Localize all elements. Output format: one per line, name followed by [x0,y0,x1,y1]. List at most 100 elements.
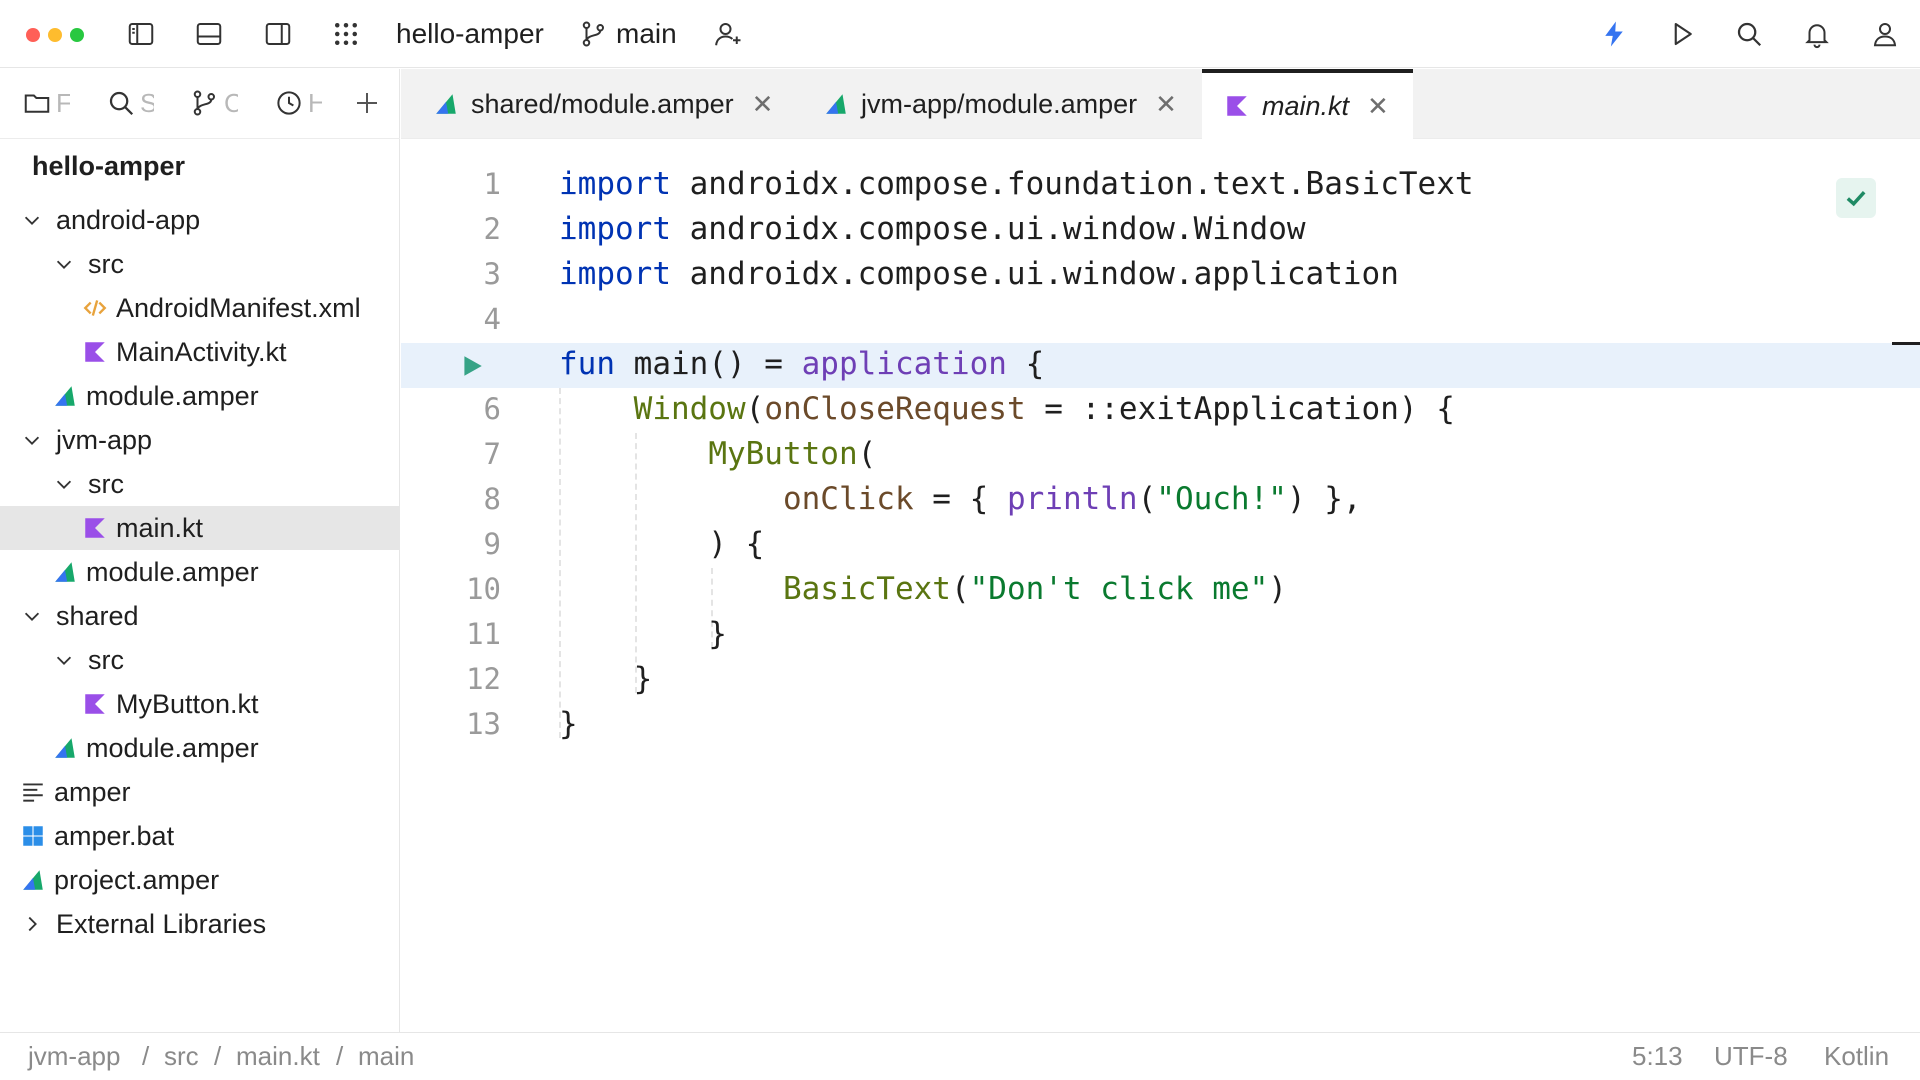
composable-call-token: Window [633,391,746,427]
code-line-3[interactable]: import androidx.compose.ui.window.applic… [559,252,1399,297]
tree-node-src[interactable]: src [0,462,400,506]
chevron-right-icon[interactable] [18,910,46,938]
chevron-down-icon[interactable] [50,646,78,674]
add-user-icon[interactable] [708,14,748,54]
tree-label: module.amper [86,380,259,411]
maximize-window-button[interactable] [70,28,84,42]
code-editor[interactable]: 1 2 3 4 6 7 8 9 10 11 12 13 import andro… [401,140,1920,1032]
tree-node-shared[interactable]: shared [0,594,400,638]
tree-label: src [88,644,124,675]
tree-node-main-kt[interactable]: main.kt [0,506,400,550]
line-number: 12 [466,662,501,696]
breadcrumb-separator: / [336,1041,344,1071]
file-language[interactable]: Kotlin [1824,1041,1890,1071]
param-name-token: onClick [782,481,914,517]
function-call-token: println [1006,481,1138,517]
editor-tab-main-kt[interactable]: main.kt ✕ [1202,69,1413,139]
tree-node-src[interactable]: src [0,242,400,286]
run-icon[interactable] [1662,14,1702,54]
tab-commit[interactable]: C [190,83,238,123]
tree-node-external-libraries[interactable]: External Libraries [0,902,400,946]
tree-label: amper.bat [54,820,175,851]
code-line-6[interactable]: Window(onCloseRequest = ::exitApplicatio… [559,387,1455,432]
tree-node-mybutton[interactable]: MyButton.kt [0,682,400,726]
line-number: 7 [483,437,501,471]
tree-node-shared-module-amper[interactable]: module.amper [0,726,400,770]
tab-files[interactable]: F [22,83,70,123]
tree-node-android-module-amper[interactable]: module.amper [0,374,400,418]
add-tool-tab-button[interactable] [352,83,382,123]
tree-node-mainactivity[interactable]: MainActivity.kt [0,330,400,374]
inspection-ok-icon[interactable] [1836,178,1876,218]
clock-icon [277,91,301,115]
tree-node-androidmanifest[interactable]: AndroidManifest.xml [0,286,400,330]
notifications-bell-icon[interactable] [1797,14,1837,54]
user-account-icon[interactable] [1865,14,1905,54]
toggle-right-panel-icon[interactable] [258,14,298,54]
indent [559,391,634,427]
minimize-window-button[interactable] [48,28,62,42]
kotlin-icon [80,513,110,543]
cursor-position[interactable]: 5:13 [1632,1041,1683,1071]
amper-icon [431,89,461,119]
code-line-9[interactable]: ) { [559,526,765,562]
code-line-1[interactable]: import androidx.compose.foundation.text.… [559,162,1474,207]
breadcrumb-src[interactable]: src [164,1041,199,1071]
close-icon[interactable]: ✕ [1155,88,1177,119]
project-sidebar: F S C H hello-amper android-app src [0,69,400,1032]
title-bar: hello-amper main [0,0,1920,68]
project-root-label[interactable]: hello-amper [32,151,186,181]
chevron-down-icon[interactable] [18,426,46,454]
breadcrumb-separator: / [142,1041,150,1071]
code-line-10[interactable]: BasicText("Don't click me") [559,567,1287,612]
chevron-down-icon[interactable] [50,250,78,278]
close-icon[interactable]: ✕ [751,88,774,119]
close-icon[interactable]: ✕ [1367,90,1389,121]
code-line-11[interactable]: } [559,616,727,652]
script-icon [18,777,48,807]
chevron-down-icon[interactable] [50,470,78,498]
run-main-gutter-icon[interactable] [459,353,485,379]
code-line-12[interactable]: } [559,661,653,697]
toggle-bottom-panel-icon[interactable] [189,14,229,54]
editor-tab-jvm-module-amper[interactable]: jvm-app/module.amper ✕ [801,69,1197,139]
search-icon[interactable] [1729,14,1769,54]
breadcrumb-main[interactable]: main [358,1041,415,1071]
tab-commit-label: C [224,87,238,118]
tree-node-src[interactable]: src [0,638,400,682]
main-menu-grid-icon[interactable] [326,14,366,54]
tab-search[interactable]: S [106,83,154,123]
keyword-token: import [559,211,671,247]
git-branch-icon [193,90,216,116]
code-line-13[interactable]: } [559,706,578,742]
code-token: ) }, [1286,481,1362,517]
tree-node-amper-bat[interactable]: amper.bat [0,814,400,858]
breadcrumb-main-kt[interactable]: main.kt [236,1041,320,1071]
editor-tab-bar: shared/module.amper ✕ jvm-app/module.amp… [401,69,1920,139]
code-token: ( [745,391,765,427]
tree-node-project-amper[interactable]: project.amper [0,858,400,902]
toggle-left-panel-icon[interactable] [121,14,161,54]
chevron-down-icon[interactable] [18,206,46,234]
chevron-down-icon[interactable] [18,602,46,630]
tree-node-jvm-app[interactable]: jvm-app [0,418,400,462]
branch-name[interactable]: main [616,18,677,49]
breadcrumb-jvm-app[interactable]: jvm-app [28,1041,121,1071]
tab-history[interactable]: H [274,83,322,123]
code-line-2[interactable]: import androidx.compose.ui.window.Window [559,207,1306,252]
ai-assistant-bolt-icon[interactable] [1594,14,1634,54]
project-name[interactable]: hello-amper [396,18,544,49]
close-window-button[interactable] [26,28,40,42]
xml-icon [80,293,110,323]
code-line-8[interactable]: onClick = { println("Ouch!") }, [559,477,1362,522]
scrollbar-marker[interactable] [1892,342,1920,345]
code-line-7[interactable]: MyButton( [559,432,876,477]
tree-node-android-app[interactable]: android-app [0,198,400,242]
status-bar: jvm-app / src / main.kt / main 5:13 UTF-… [0,1032,1920,1080]
line-number: 11 [466,617,501,651]
editor-tab-shared-module-amper[interactable]: shared/module.amper ✕ [411,69,793,139]
code-line-5[interactable]: fun main() = application { [559,342,1044,387]
file-encoding[interactable]: UTF-8 [1714,1041,1788,1071]
tree-node-jvm-module-amper[interactable]: module.amper [0,550,400,594]
tree-node-amper-script[interactable]: amper [0,770,400,814]
